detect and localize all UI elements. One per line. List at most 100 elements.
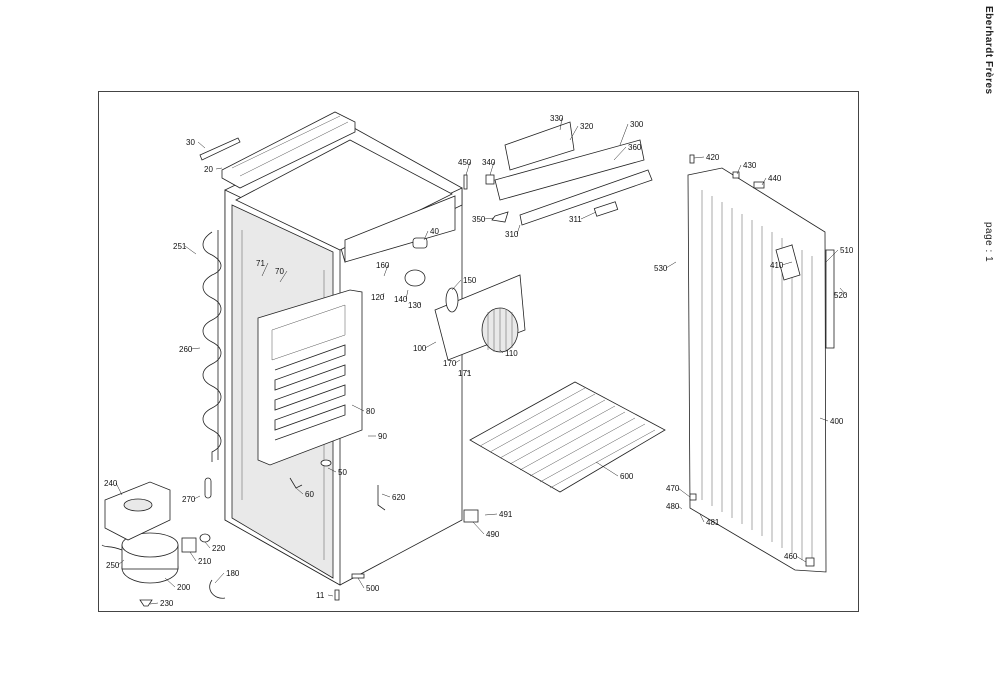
callout-leader-270 <box>193 495 201 500</box>
callout-label-50: 50 <box>338 468 347 477</box>
callout-leader-250 <box>117 559 125 566</box>
callout-label-100: 100 <box>413 344 427 353</box>
callout-label-410: 410 <box>770 261 784 270</box>
callout-label-140: 140 <box>394 295 408 304</box>
callout-leader-520 <box>839 287 847 296</box>
callout-leader-11 <box>327 594 334 597</box>
callout-label-300: 300 <box>630 120 644 129</box>
callout-label-130: 130 <box>408 301 422 310</box>
callout-label-311: 311 <box>569 215 582 224</box>
callout-label-420: 420 <box>706 153 720 162</box>
callout-leader-210 <box>189 551 197 562</box>
callout-leader-200 <box>164 577 176 588</box>
callout-label-120: 120 <box>371 293 385 302</box>
callout-leader-160 <box>383 264 389 277</box>
callout-label-251: 251 <box>173 242 187 251</box>
callout-label-400: 400 <box>830 417 844 426</box>
callout-leader-20 <box>215 167 223 170</box>
callout-leader-410 <box>781 261 793 266</box>
callout-leader-360 <box>613 146 627 161</box>
wire-shelf <box>469 381 666 493</box>
callout-label-330: 330 <box>550 114 564 123</box>
callout-leader-500 <box>357 577 365 589</box>
callout-leader-300 <box>619 123 629 146</box>
callout-leader-30 <box>197 141 206 149</box>
callout-leader-140 <box>405 289 409 300</box>
callout-label-620: 620 <box>392 493 406 502</box>
callout-leader-240 <box>115 482 123 496</box>
callout-leader-260 <box>190 347 201 350</box>
callout-label-520: 520 <box>834 291 848 300</box>
callout-leader-460 <box>795 555 807 563</box>
callout-leader-600 <box>595 461 619 477</box>
callout-label-500: 500 <box>366 584 380 593</box>
callout-label-491: 491 <box>499 510 513 519</box>
cover-part <box>753 181 765 189</box>
callout-leader-171 <box>465 369 471 374</box>
grommet-part <box>320 459 332 467</box>
header-page-number: page : 1 <box>983 222 994 263</box>
callout-leader-120 <box>382 292 385 298</box>
callout-leader-311 <box>580 211 597 220</box>
cylinder-part <box>412 237 428 249</box>
callout-label-40: 40 <box>430 227 439 236</box>
callout-leader-510 <box>825 249 839 263</box>
callout-label-20: 20 <box>204 165 213 174</box>
callout-label-481: 481 <box>706 518 720 527</box>
callout-leader-230 <box>149 602 159 605</box>
callout-label-200: 200 <box>177 583 191 592</box>
callout-leader-310 <box>516 224 521 235</box>
hinge-part <box>463 509 479 523</box>
callout-label-11: 11 <box>316 591 325 600</box>
callout-label-360: 360 <box>628 143 642 152</box>
callout-label-430: 430 <box>743 161 757 170</box>
callout-leader-530 <box>665 261 677 269</box>
callout-label-171: 171 <box>458 369 472 378</box>
callout-leader-430 <box>736 164 742 175</box>
callout-leader-180 <box>214 572 225 584</box>
foot-screw <box>334 589 340 601</box>
callout-label-440: 440 <box>768 174 782 183</box>
callout-label-80: 80 <box>366 407 375 416</box>
callout-leader-40 <box>423 230 429 241</box>
cap-part <box>199 533 211 543</box>
callout-label-170: 170 <box>443 359 457 368</box>
callout-label-460: 460 <box>784 552 798 561</box>
callout-leader-330 <box>559 117 563 131</box>
evaporator-plate <box>257 289 363 466</box>
callout-leader-470 <box>677 487 691 498</box>
callout-leader-440 <box>761 177 767 186</box>
control-panel <box>485 121 653 226</box>
callout-leader-60 <box>295 487 304 495</box>
callout-leader-110 <box>499 349 504 354</box>
callout-label-250: 250 <box>106 561 120 570</box>
callout-label-210: 210 <box>198 557 212 566</box>
drain-tube <box>377 485 386 511</box>
callout-leader-50 <box>327 467 337 473</box>
callout-leader-320 <box>569 125 579 141</box>
bolt-part <box>689 154 695 164</box>
callout-label-30: 30 <box>186 138 195 147</box>
callout-label-470: 470 <box>666 484 680 493</box>
callout-label-90: 90 <box>378 432 387 441</box>
callout-leader-220 <box>204 541 211 549</box>
callout-leader-80 <box>351 404 365 412</box>
callout-label-600: 600 <box>620 472 634 481</box>
callout-leader-481 <box>699 513 705 523</box>
callout-label-490: 490 <box>486 530 500 539</box>
callout-label-70: 70 <box>275 267 284 276</box>
pin-part <box>463 174 468 190</box>
drier-part <box>204 477 212 499</box>
callout-leader-491 <box>484 513 498 516</box>
callout-label-230: 230 <box>160 599 174 608</box>
callout-label-510: 510 <box>840 246 854 255</box>
callout-label-160: 160 <box>376 261 390 270</box>
foot-part <box>139 599 153 607</box>
callout-label-480: 480 <box>666 502 680 511</box>
callout-label-240: 240 <box>104 479 118 488</box>
callout-label-150: 150 <box>463 276 477 285</box>
callout-leader-150 <box>451 279 462 291</box>
callout-label-110: 110 <box>505 349 518 358</box>
